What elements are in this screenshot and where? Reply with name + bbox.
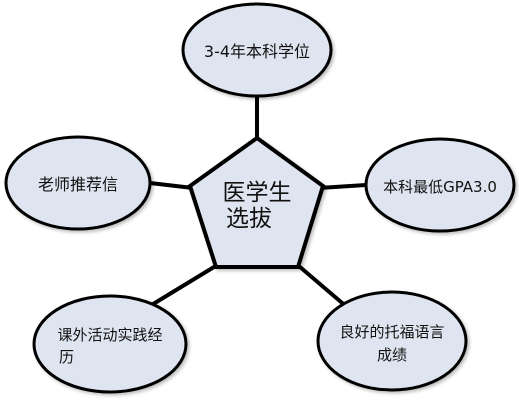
node-bottom-left-label-line1: 课外活动实践经: [57, 326, 162, 344]
center-label-line2: 选拔: [226, 206, 272, 232]
node-bottom-right-ellipse: [316, 290, 468, 392]
node-bottom-right-label-line2: 成绩: [377, 346, 407, 364]
connector-bottom-right: [298, 265, 350, 310]
node-bottom-left-ellipse: [32, 294, 188, 394]
node-top-label: 3-4年本科学位: [204, 42, 310, 61]
node-right-label: 本科最低GPA3.0: [383, 178, 497, 196]
node-left: [4, 135, 152, 231]
node-left-label: 老师推荐信: [38, 175, 118, 194]
node-left-ellipse: [4, 135, 152, 231]
center-label-line1: 医学生: [223, 180, 292, 206]
node-top-ellipse: [181, 2, 333, 98]
node-bottom-left-label-line2: 历: [59, 348, 74, 366]
node-bottom-right: [316, 290, 468, 392]
node-right-ellipse: [364, 137, 516, 233]
node-bottom-left: [32, 294, 188, 394]
center-pentagon: [187, 135, 326, 269]
node-right: [364, 137, 516, 233]
node-bottom-right-label-line1: 良好的托福语言: [339, 323, 444, 341]
node-top: [181, 2, 333, 98]
center-pentagon-shape: [187, 135, 326, 269]
connector-right: [317, 183, 368, 190]
connector-left: [148, 181, 195, 190]
